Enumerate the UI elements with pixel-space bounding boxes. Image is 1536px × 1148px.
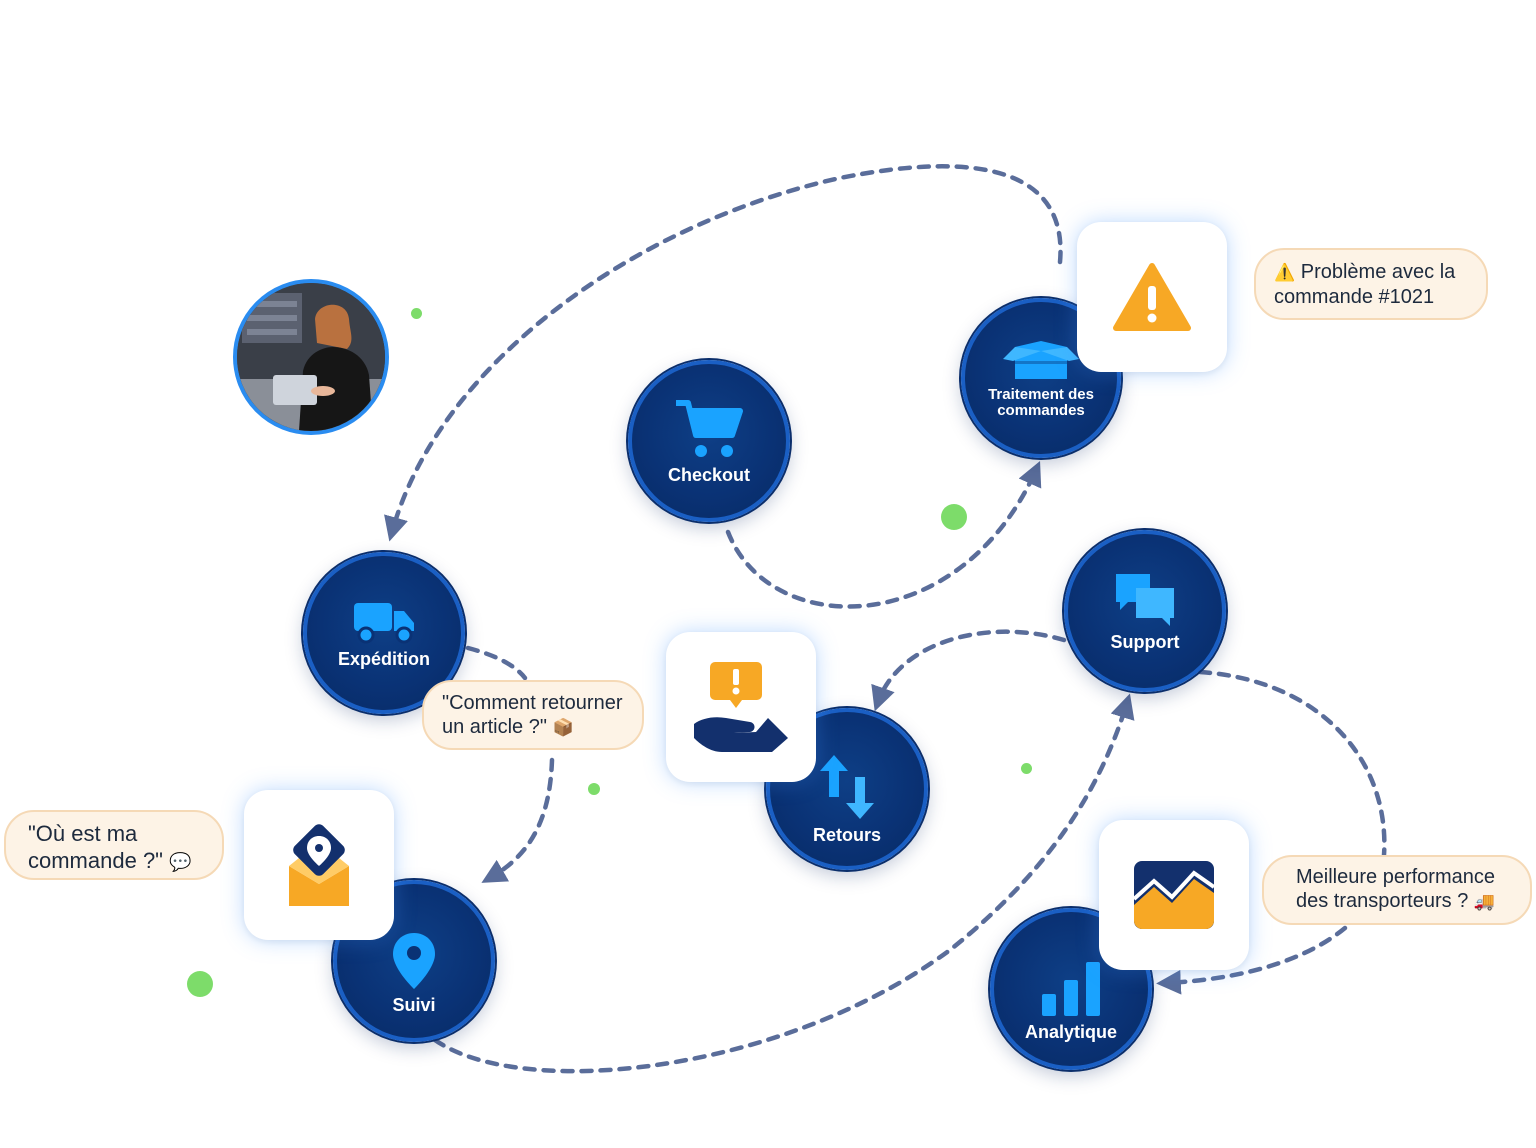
order-processing-label-line2: commandes (997, 402, 1085, 419)
return-arrows-icon (820, 754, 874, 819)
shipping-label: Expédition (337, 648, 430, 669)
bar-chart-icon (1042, 961, 1100, 1016)
support-node[interactable]: Support (1064, 530, 1226, 692)
tracking-node[interactable]: Suivi (333, 880, 495, 1042)
carrier-performance-line2: des transporteurs ? (1296, 890, 1469, 912)
worker-photo-illustration (237, 283, 385, 431)
connector-support-to-trend-card (1197, 669, 1387, 858)
warehouse-worker-avatar (233, 279, 389, 435)
analytics-label: Analytique (1024, 1021, 1117, 1042)
speech-emoji-icon: 💬 (169, 852, 192, 872)
connector-alert-to-shipping (384, 164, 1063, 542)
hand-alert-icon (694, 662, 788, 752)
return-question-line1: "Comment retourner (442, 692, 623, 714)
support-label: Support (1110, 631, 1180, 652)
warning-triangle-icon (1113, 263, 1191, 331)
status-dot (1021, 763, 1032, 774)
order-processing-label-line1: Traitement des (988, 386, 1094, 403)
order-problem-line2: commande #1021 (1274, 286, 1435, 308)
delivery-truck-icon (354, 602, 414, 643)
tracking-label: Suivi (392, 994, 436, 1015)
trend-chart-icon (1132, 861, 1216, 929)
connector-support-to-returns (871, 629, 1067, 712)
checkout-node[interactable]: Checkout (628, 360, 790, 522)
trend-chart-card (1099, 820, 1249, 970)
open-box-icon (1003, 341, 1079, 379)
checkout-label: Checkout (667, 464, 750, 485)
connector-checkout-to-order-processing (725, 460, 1042, 609)
shopping-cart-icon (676, 399, 743, 457)
warning-emoji-icon: ⚠️ (1274, 263, 1296, 282)
connector-return-bubble-to-tracking (481, 757, 555, 883)
order-problem-line1: Problème avec la (1300, 261, 1456, 283)
map-pin-icon (393, 932, 435, 989)
where-order-bubble: "Où est ma commande ?" 💬 (4, 810, 224, 880)
status-dot (411, 308, 422, 319)
status-dot (941, 504, 967, 530)
helping-hand-card (666, 632, 816, 782)
order-problem-bubble: ⚠️ Problème avec la commande #1021 (1254, 248, 1488, 320)
package-emoji-icon: 📦 (552, 718, 574, 737)
truck-emoji-icon: 🚚 (1473, 892, 1496, 911)
where-order-line1: "Où est ma (28, 821, 138, 846)
status-dot (187, 971, 213, 997)
location-envelope-icon (289, 824, 349, 906)
carrier-performance-bubble: Meilleure performance des transporteurs … (1262, 855, 1532, 925)
connector-tracking-to-support (432, 693, 1135, 1074)
alert-card (1077, 222, 1227, 372)
connector-shipping-to-return-bubble (465, 645, 528, 681)
return-question-line2: un article ?" (442, 716, 547, 738)
connector-carrier-bubble-to-trend-card (1156, 925, 1348, 995)
chat-bubbles-icon (1116, 573, 1174, 626)
order-processing-label: Traitement des commandes (988, 387, 1094, 419)
return-question-bubble: "Comment retourner un article ?" 📦 (422, 680, 644, 750)
carrier-performance-line1: Meilleure performance (1296, 866, 1495, 888)
where-order-line2: commande ?" (28, 848, 163, 873)
tracking-mail-card (244, 790, 394, 940)
status-dot (588, 783, 600, 795)
returns-label: Retours (812, 824, 881, 845)
